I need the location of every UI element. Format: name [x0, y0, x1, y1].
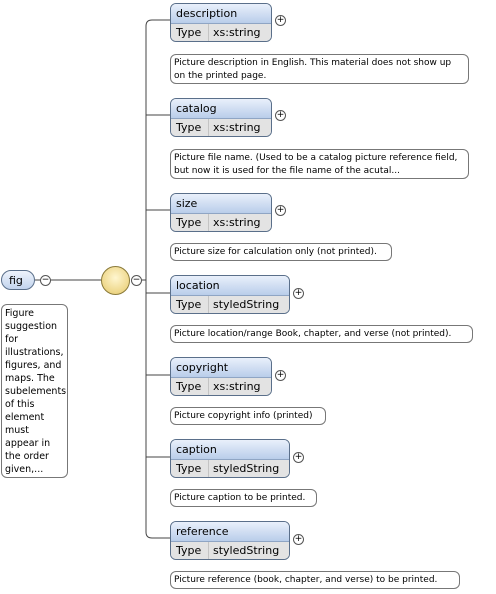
element-name: reference	[171, 522, 289, 542]
expand-toggle-caption[interactable]: +	[293, 452, 304, 463]
type-value: styledString	[213, 298, 280, 311]
type-row: Type styledString	[171, 460, 289, 477]
element-catalog[interactable]: catalog Type xs:string	[170, 98, 272, 137]
element-name: description	[171, 4, 271, 24]
type-row: Type xs:string	[171, 119, 271, 136]
type-value: styledString	[213, 544, 280, 557]
type-key: Type	[171, 24, 209, 41]
annotation-description: Picture description in English. This mat…	[170, 54, 469, 84]
type-value: styledString	[213, 462, 280, 475]
expand-toggle-size[interactable]: +	[275, 205, 286, 216]
type-row: Type xs:string	[171, 214, 271, 231]
element-size[interactable]: size Type xs:string	[170, 193, 272, 232]
sequence-compositor[interactable]	[101, 266, 130, 295]
type-key: Type	[171, 119, 209, 136]
element-name: size	[171, 194, 271, 214]
type-key: Type	[171, 542, 209, 559]
type-value: xs:string	[213, 121, 261, 134]
root-element-fig[interactable]: fig	[1, 270, 35, 290]
annotation-location: Picture location/range Book, chapter, an…	[170, 325, 473, 343]
type-row: Type xs:string	[171, 378, 271, 395]
expand-toggle-catalog[interactable]: +	[275, 110, 286, 121]
type-row: Type styledString	[171, 542, 289, 559]
type-value: xs:string	[213, 380, 261, 393]
type-value: xs:string	[213, 216, 261, 229]
type-key: Type	[171, 214, 209, 231]
root-collapse-toggle[interactable]: −	[40, 275, 51, 286]
element-name: location	[171, 276, 289, 296]
type-key: Type	[171, 296, 209, 313]
element-name: copyright	[171, 358, 271, 378]
annotation-caption: Picture caption to be printed.	[170, 489, 317, 507]
sequence-collapse-toggle[interactable]: −	[131, 275, 142, 286]
annotation-size: Picture size for calculation only (not p…	[170, 243, 392, 261]
expand-toggle-copyright[interactable]: +	[275, 370, 286, 381]
annotation-copyright: Picture copyright info (printed)	[170, 407, 326, 425]
element-location[interactable]: location Type styledString	[170, 275, 290, 314]
element-name: caption	[171, 440, 289, 460]
element-name: catalog	[171, 99, 271, 119]
annotation-reference: Picture reference (book, chapter, and ve…	[170, 571, 460, 589]
type-row: Type xs:string	[171, 24, 271, 41]
expand-toggle-location[interactable]: +	[293, 288, 304, 299]
type-value: xs:string	[213, 26, 261, 39]
root-annotation: Figure suggestion for illustrations, fig…	[1, 304, 68, 478]
element-copyright[interactable]: copyright Type xs:string	[170, 357, 272, 396]
type-key: Type	[171, 460, 209, 477]
element-reference[interactable]: reference Type styledString	[170, 521, 290, 560]
type-key: Type	[171, 378, 209, 395]
type-row: Type styledString	[171, 296, 289, 313]
annotation-catalog: Picture file name. (Used to be a catalog…	[170, 149, 469, 179]
root-element-name: fig	[9, 274, 23, 287]
element-caption[interactable]: caption Type styledString	[170, 439, 290, 478]
expand-toggle-reference[interactable]: +	[293, 534, 304, 545]
expand-toggle-description[interactable]: +	[275, 15, 286, 26]
element-description[interactable]: description Type xs:string	[170, 3, 272, 42]
